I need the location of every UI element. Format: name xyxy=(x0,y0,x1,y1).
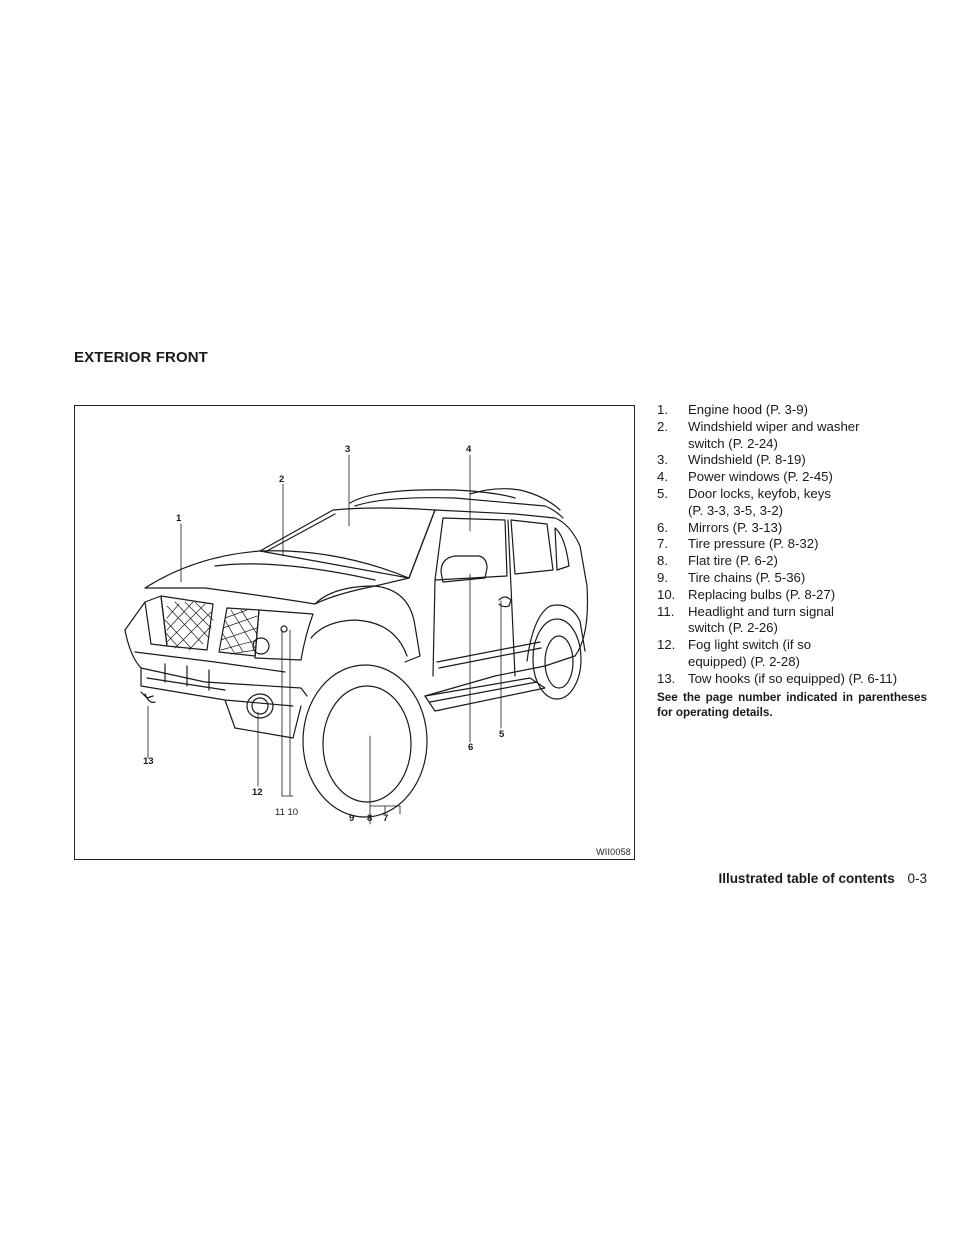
callout-7: 7 xyxy=(383,813,389,824)
callout-11-10: 11 10 xyxy=(275,807,299,818)
list-item-text: Power windows (P. 2-45) xyxy=(688,469,932,486)
list-item: 10. Replacing bulbs (P. 8-27) xyxy=(657,587,932,604)
list-item-line: (P. 3-3, 3-5, 3-2) xyxy=(688,502,784,518)
vehicle-exterior-front-illustration: 1 2 3 4 5 6 13 12 11 10 9 8 7 WII0058 xyxy=(74,405,635,860)
list-item-line: Tire pressure (P. 8-32) xyxy=(688,536,819,552)
contents-list: 1. Engine hood (P. 3-9) 2. Windshield wiper… xyxy=(657,402,932,688)
list-item-line: Tow hooks (if so equipped) (P. 6-11) xyxy=(688,670,898,686)
list-item-line: Tire chains (P. 5-36) xyxy=(688,569,806,585)
callout-2: 2 xyxy=(279,474,285,485)
page-footer: Illustrated table of contents 0-3 xyxy=(718,871,927,886)
callout-3: 3 xyxy=(345,444,351,455)
list-item-number: 4. xyxy=(657,469,668,485)
list-item-line: Flat tire (P. 6-2) xyxy=(688,553,778,569)
list-item-text: Tow hooks (if so equipped) (P. 6-11) xyxy=(688,671,932,688)
note-text: See the page number indicated in parenth… xyxy=(657,691,927,719)
list-item-text: Tire pressure (P. 8-32) xyxy=(688,536,932,553)
list-item-line: Windshield wiper and washer xyxy=(688,418,860,434)
callout-8: 8 xyxy=(367,813,373,824)
callout-6: 6 xyxy=(468,742,474,753)
footer-section-title: Illustrated table of contents xyxy=(718,871,895,886)
list-item-text: Replacing bulbs (P. 8-27) xyxy=(688,587,932,604)
callout-12: 12 xyxy=(252,787,263,798)
callout-1: 1 xyxy=(176,513,182,524)
list-item-number: 13. xyxy=(657,670,676,686)
list-item: 5. Door locks, keyfob, keys(P. 3-3, 3-5, … xyxy=(657,486,932,520)
list-item-text: Door locks, keyfob, keys(P. 3-3, 3-5, 3-… xyxy=(688,486,932,520)
list-item-number: 9. xyxy=(657,569,668,585)
list-item-number: 10. xyxy=(657,586,676,602)
callout-4: 4 xyxy=(466,444,472,455)
list-item-number: 5. xyxy=(657,485,668,501)
list-item-text: Mirrors (P. 3-13) xyxy=(688,520,932,537)
list-item-line: Mirrors (P. 3-13) xyxy=(688,519,783,535)
list-item-line: switch (P. 2-26) xyxy=(688,620,778,636)
list-item-text: Windshield (P. 8-19) xyxy=(688,452,932,469)
figure-code: WII0058 xyxy=(596,847,631,857)
list-item: 9. Tire chains (P. 5-36) xyxy=(657,570,932,587)
vehicle-line-drawing xyxy=(124,454,589,825)
list-item: 1. Engine hood (P. 3-9) xyxy=(657,402,932,419)
callout-5: 5 xyxy=(499,729,505,740)
list-item-number: 8. xyxy=(657,553,668,569)
list-item: 7. Tire pressure (P. 8-32) xyxy=(657,536,932,553)
list-item-text: Engine hood (P. 3-9) xyxy=(688,402,932,419)
list-item: 3. Windshield (P. 8-19) xyxy=(657,452,932,469)
list-item-line: Door locks, keyfob, keys xyxy=(688,485,831,501)
list-item-line: equipped) (P. 2-28) xyxy=(688,653,800,669)
list-item: 8. Flat tire (P. 6-2) xyxy=(657,553,932,570)
list-item-number: 11. xyxy=(657,603,675,619)
list-item-line: switch (P. 2-24) xyxy=(688,435,778,451)
list-item-number: 1. xyxy=(657,402,668,417)
list-item-line: Headlight and turn signal xyxy=(688,603,834,619)
callout-13: 13 xyxy=(143,756,154,767)
list-item-number: 2. xyxy=(657,418,668,434)
list-item-text: Tire chains (P. 5-36) xyxy=(688,570,932,587)
page-number: 0-3 xyxy=(907,871,927,886)
list-item-line: Fog light switch (if so xyxy=(688,637,812,653)
list-item: 13. Tow hooks (if so equipped) (P. 6-11) xyxy=(657,671,932,688)
list-item-number: 3. xyxy=(657,452,668,468)
callout-9: 9 xyxy=(349,813,355,824)
section-title: EXTERIOR FRONT xyxy=(74,349,208,366)
list-item: 6. Mirrors (P. 3-13) xyxy=(657,520,932,537)
list-item-line: Power windows (P. 2-45) xyxy=(688,469,833,485)
list-item-line: Engine hood (P. 3-9) xyxy=(688,402,808,417)
list-item-line: Windshield (P. 8-19) xyxy=(688,452,806,468)
list-item-text: Flat tire (P. 6-2) xyxy=(688,553,932,570)
list-item-number: 12. xyxy=(657,637,676,653)
list-item-number: 7. xyxy=(657,536,668,552)
list-item-line: Replacing bulbs (P. 8-27) xyxy=(688,586,836,602)
list-item: 4. Power windows (P. 2-45) xyxy=(657,469,932,486)
list-item-number: 6. xyxy=(657,519,668,535)
